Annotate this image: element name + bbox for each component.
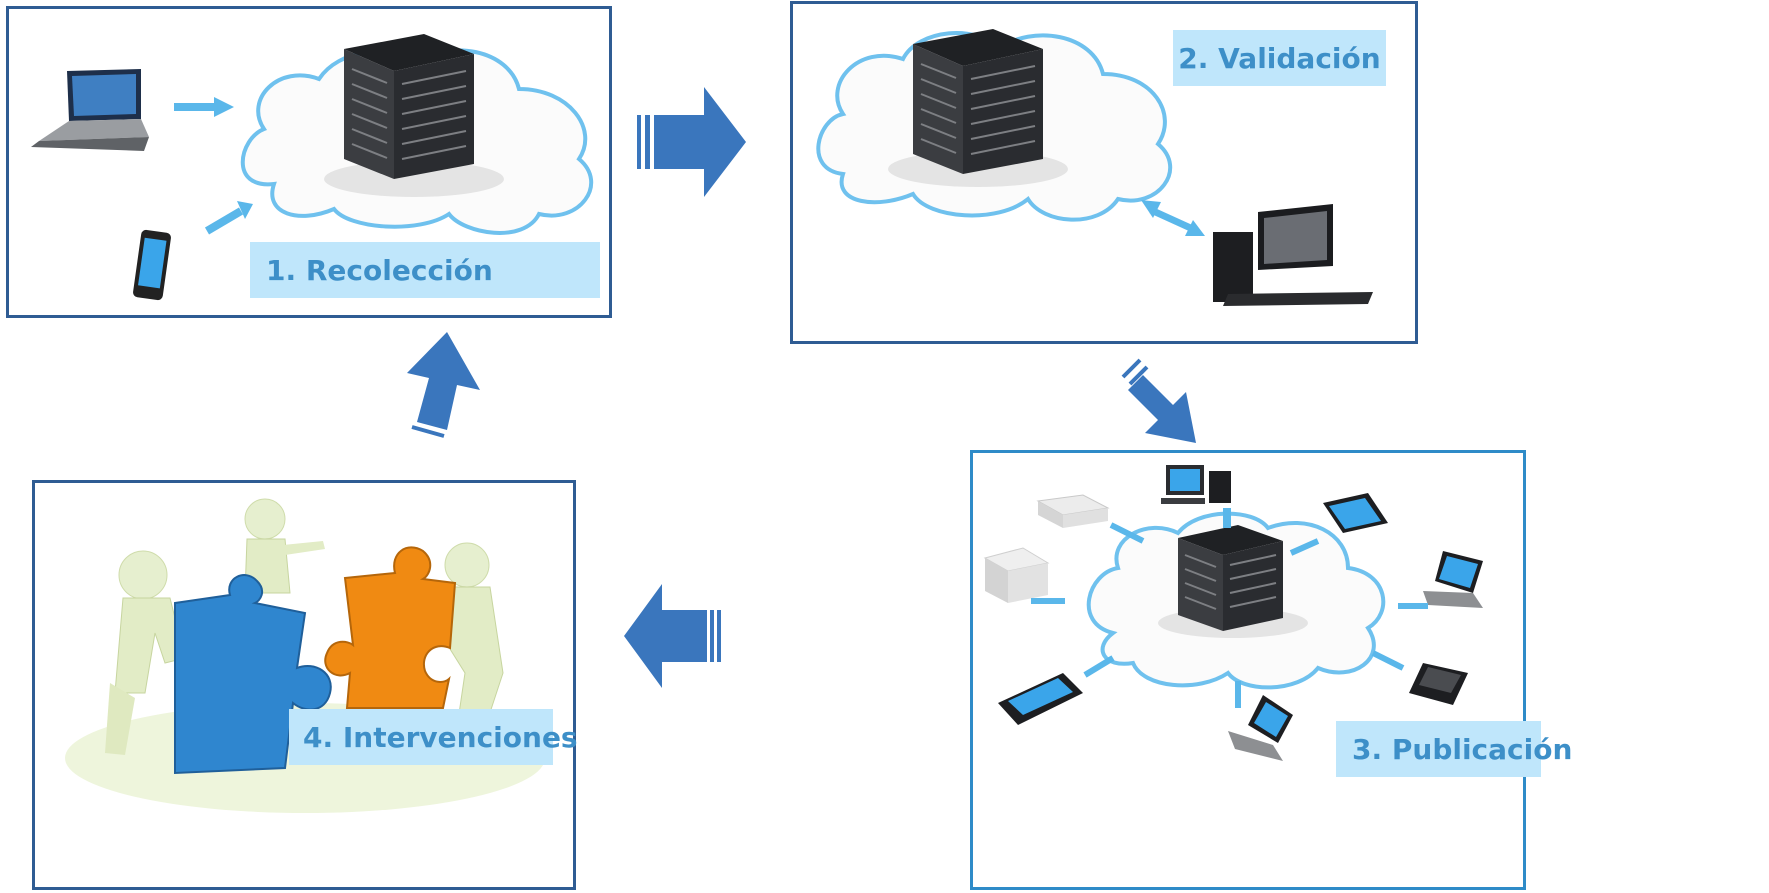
smartphone-icon [998,655,1115,725]
puzzle-pieces-icon [174,546,457,775]
server-icon [324,34,504,197]
laptop-icon [31,69,149,151]
flow-arrow-right [637,87,746,197]
printer-icon [1036,494,1145,544]
printer-icon [983,547,1065,604]
step-label-recoleccion: 1. Recolección [250,242,600,298]
step-panel-validacion: 2. Validación [790,1,1418,344]
laptop-icon [1398,551,1483,609]
small-arrow-icon [204,201,253,235]
server-icon [1158,525,1308,638]
flow-arrow-left [624,584,721,688]
smartphone-icon [1371,650,1468,705]
intervenciones-illustration [65,498,545,813]
desktop-computer-icon [1161,465,1231,528]
step-label-intervenciones: 4. Intervenciones [289,709,578,765]
laptop-icon [1228,681,1293,761]
publicacion-illustration [983,465,1483,761]
step-panel-intervenciones: 4. Intervenciones [32,480,578,890]
step-label-validacion: 2. Validación [1173,30,1386,86]
tablet-icon [1289,493,1388,556]
step-panel-recoleccion: 1. Recolección [6,6,612,318]
flow-arrow-down-right [1121,358,1196,443]
double-arrow-icon [1141,200,1205,236]
small-arrow-icon [174,97,234,117]
smartphone-icon [133,229,171,301]
step-panel-publicacion: 3. Publicación [970,450,1572,890]
server-icon [888,29,1068,187]
recoleccion-illustration [31,34,594,301]
step-label-publicacion: 3. Publicación [1336,721,1572,777]
validacion-illustration [816,29,1373,306]
desktop-computer-icon [1213,204,1373,306]
flow-arrow-up [407,332,480,438]
